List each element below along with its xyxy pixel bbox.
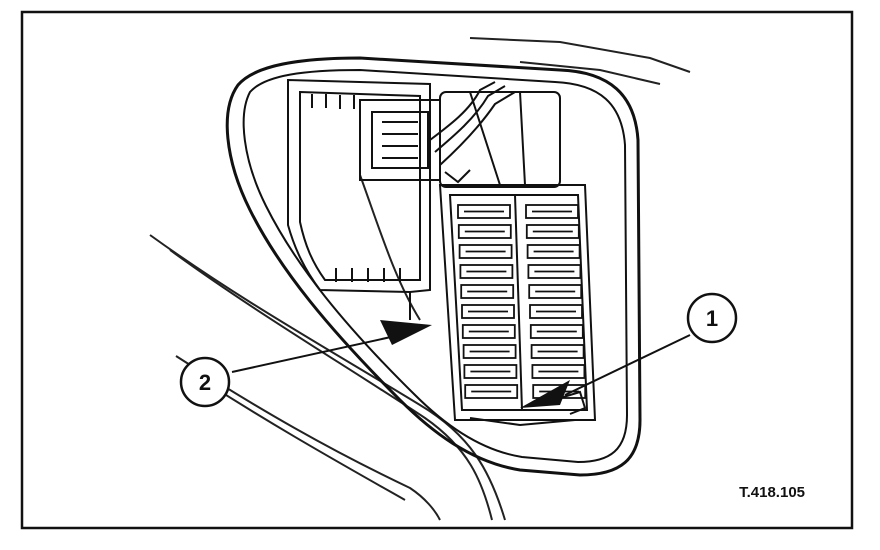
cover-plate [287,78,431,320]
callout-1-label: 1 [706,306,718,331]
body-panel-lines [469,37,691,85]
callout-1: 1 [686,292,738,344]
figure-reference-code: T.418.105 [739,484,805,501]
leader-arrow-1 [520,334,691,408]
leader-arrow-2 [231,320,432,373]
fuse-box-housing [225,56,642,477]
wiring-harness [359,81,561,188]
callout-2: 2 [179,356,231,408]
callout-2-label: 2 [199,370,211,395]
fuse-panel [438,184,597,421]
lower-clip [469,390,587,427]
figure-frame [20,10,854,530]
